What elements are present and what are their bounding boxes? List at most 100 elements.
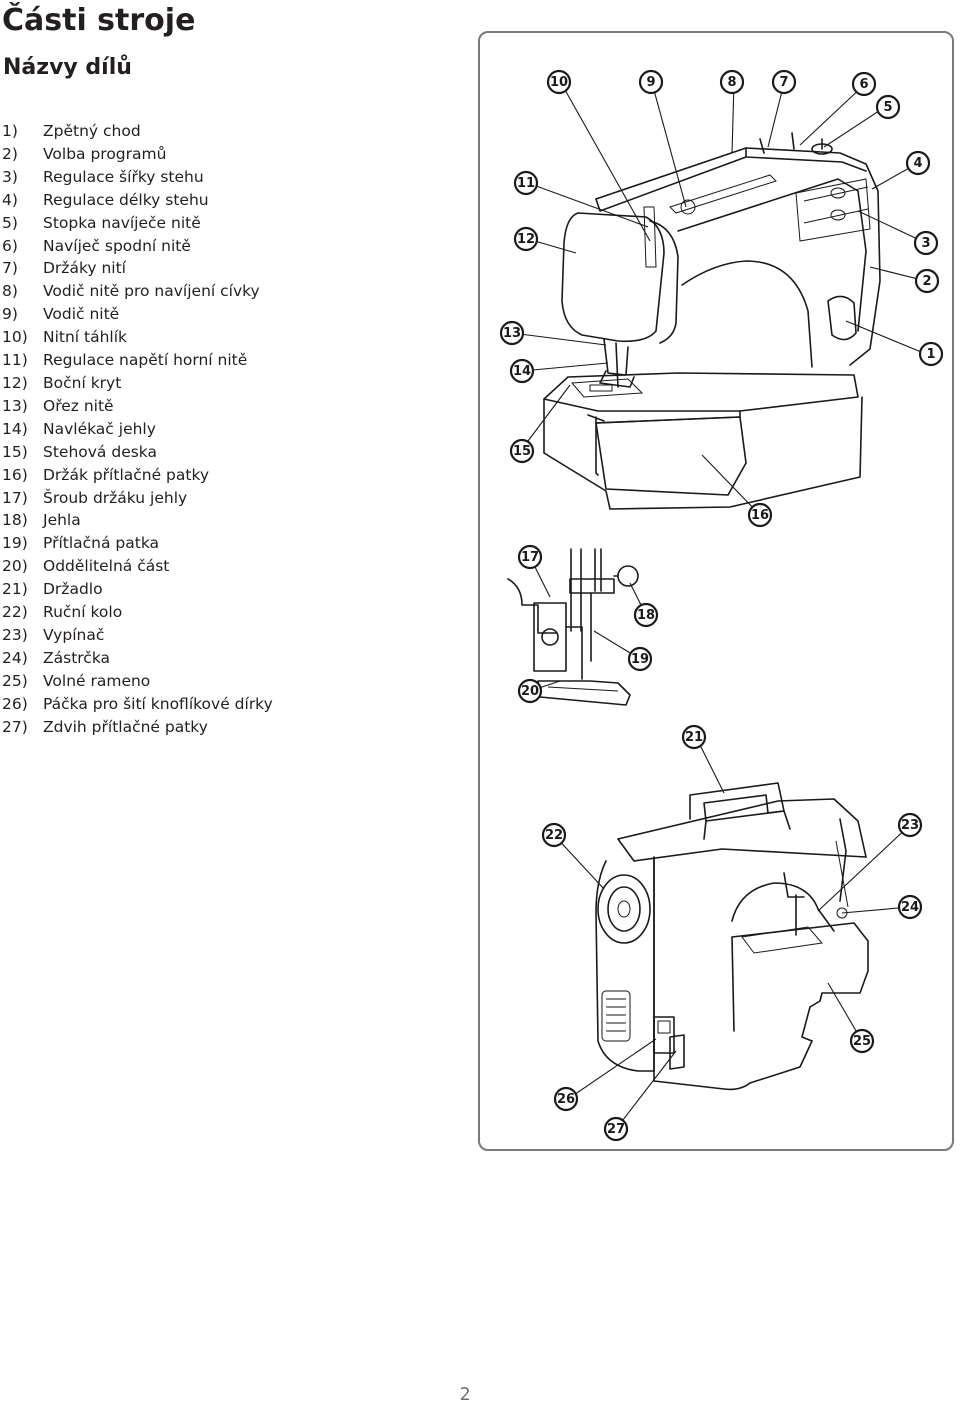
machine-rear-view [595,782,869,1091]
list-item: 16)Držák přítlačné patky [0,464,273,487]
list-item-label: Ořez nitě [43,396,114,415]
callout-number: 10 [550,75,568,90]
callout-27: 27 [603,1116,629,1142]
callout-number: 3 [921,236,930,251]
callout-18: 18 [633,602,659,628]
callout-6: 6 [851,71,877,97]
callout-circle [913,230,939,256]
list-item-label: Držáky nití [43,259,126,278]
callout-26: 26 [553,1086,579,1112]
callout-circle [914,268,940,294]
list-item-number: 10) [2,328,28,347]
list-item-label: Vodič nitě pro navíjení cívky [43,282,260,301]
callout-number: 8 [727,75,736,90]
callout-5: 5 [875,94,901,120]
sewing-machine-illustration: 1234567891011121314151617181920212223242… [499,69,944,1142]
callout-number: 4 [913,156,922,171]
callout-number: 17 [521,550,539,565]
list-item-label: Zpětný chod [43,122,141,140]
list-item: 26) Páčka pro šití knoflíkové dírky [0,693,273,716]
machine-top-surface [595,147,881,366]
side-cover [561,212,665,343]
handwheel [597,874,651,944]
list-item-number: 9) [2,305,18,324]
list-item: 12) Boční kryt [0,372,273,395]
callout-circle [633,602,659,628]
list-item: 17)Šroub držáku jehly [0,487,273,510]
callout-circle [905,150,931,176]
callout-2: 2 [914,268,940,294]
callout-circle [747,502,773,528]
list-item: 20) Oddělitelná část [0,555,273,578]
removable-part [595,416,747,496]
callout-number: 12 [517,232,535,247]
list-item: 24) Zástrčka [0,647,273,670]
list-item: 22) Ruční kolo [0,601,273,624]
list-item-number: 27) [2,717,28,736]
power-switch [653,1016,675,1054]
callout-number: 20 [521,684,539,699]
callout-16: 16 [747,502,773,528]
callout-number: 21 [685,730,703,745]
list-item-number: 26) [2,694,28,713]
list-item: 19) Přítlačná patka [0,532,273,555]
callout-17: 17 [517,544,543,570]
callout-number: 19 [631,652,649,667]
list-item-number: 19) [2,534,28,553]
list-item-label: Volné rameno [43,671,151,690]
callout-number: 15 [513,444,531,459]
callout-circle [918,341,944,367]
list-item-number: 24) [2,648,28,667]
callout-circle [719,69,745,95]
callout-22: 22 [541,822,567,848]
callout-7: 7 [771,69,797,95]
list-item-label: Držadlo [43,580,103,599]
list-item-number: 8) [2,282,18,301]
callout-number: 11 [517,176,535,191]
list-item-number: 22) [2,603,28,622]
callout-circle [638,69,664,95]
illustration-frame [478,31,954,1151]
list-item-label: Páčka pro šití knoflíkové dírky [43,694,273,713]
list-item-number: 20) [2,557,28,576]
list-item: 25)Volné rameno [0,670,273,693]
callout-number: 22 [545,828,563,843]
list-item: 21)Držadlo [0,578,273,601]
list-item-number: 12) [2,373,28,392]
list-item-label: Ruční kolo [43,603,123,622]
callout-circle [509,358,535,384]
list-item-label: Přítlačná patka [43,534,160,553]
list-item-label: Zástrčka [43,648,111,667]
callout-10: 10 [546,69,572,95]
callout-number: 6 [859,77,868,92]
callout-1: 1 [918,341,944,367]
callout-3: 3 [913,230,939,256]
callout-21: 21 [681,724,707,750]
list-item-label: Jehla [43,511,81,530]
callout-number: 16 [751,508,769,523]
list-item: 23)Vypínač [0,624,273,647]
callout-circle [681,724,707,750]
list-item-label: Nitní táhlík [43,328,128,347]
callout-circle [546,69,572,95]
list-item-label: Oddělitelná část [43,557,170,576]
list-item: 14)Navlékač jehly [0,418,273,441]
list-item: 7)Držáky nití [0,257,273,280]
callout-circle [499,320,525,346]
list-item-label: Regulace šířky stehu [43,167,204,186]
list-item-number: 2) [2,144,18,163]
callout-24: 24 [897,894,923,920]
list-item-label: Boční kryt [43,373,122,392]
list-item: 10) Nitní táhlík [0,326,273,349]
callout-circle [627,646,653,672]
callout-20: 20 [517,678,543,704]
list-item-number: 23) [2,625,28,644]
callout-9: 9 [638,69,664,95]
page-number: 2 [459,1384,471,1405]
callout-badges: 1234567891011121314151617181920212223242… [499,69,944,1142]
callout-number: 27 [607,1122,625,1137]
callout-12: 12 [513,226,539,252]
callout-14: 14 [509,358,535,384]
callout-circle [875,94,901,120]
callout-circle [603,1116,629,1142]
